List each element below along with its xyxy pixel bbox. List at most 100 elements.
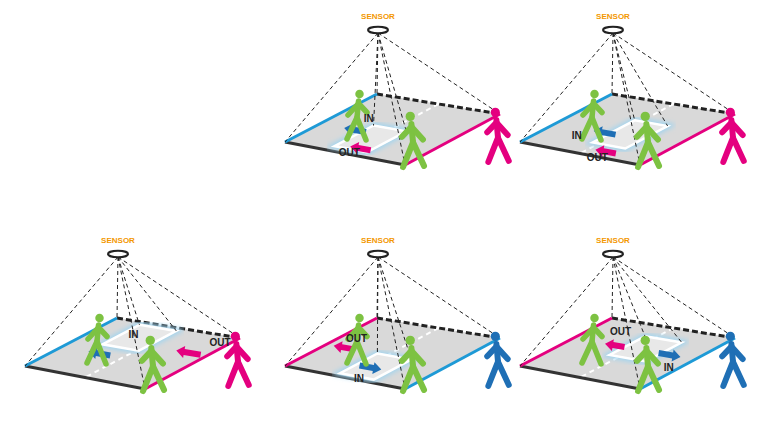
person-legs: [347, 342, 366, 365]
person-head: [726, 332, 735, 341]
sensor: [368, 251, 388, 257]
person-legs: [347, 118, 366, 141]
field-of-view: [378, 257, 411, 360]
sensor-label: SENSOR: [361, 237, 395, 245]
person-head: [491, 332, 500, 341]
field-of-view: [25, 257, 118, 366]
field-of-view: [117, 257, 118, 318]
field-of-view: [520, 257, 613, 366]
side-edge: [520, 318, 612, 366]
person-arms: [227, 347, 248, 359]
person-arms: [637, 351, 658, 364]
sensor: [368, 27, 388, 33]
person-arms: [583, 104, 602, 116]
front-edge: [25, 366, 145, 389]
direction-label: IN: [354, 374, 364, 384]
sensor-label: SENSOR: [101, 237, 135, 245]
zone-glow: [102, 325, 176, 351]
person-arms: [402, 127, 423, 140]
person-legs: [228, 362, 249, 386]
person-head: [355, 90, 364, 99]
field-of-view: [378, 257, 500, 338]
field-of-view: [613, 257, 640, 389]
field-of-view: [374, 33, 378, 126]
person-arms: [348, 104, 367, 116]
side-edge: [520, 94, 612, 142]
field-of-view: [118, 257, 139, 325]
field-of-view: [378, 257, 405, 389]
direction-label: IN: [128, 330, 138, 340]
sensor-label: SENSOR: [361, 13, 395, 21]
back-edge: [377, 94, 500, 114]
field-of-view: [378, 33, 405, 165]
person-arms: [722, 123, 743, 135]
sensor: [603, 27, 623, 33]
person-head: [406, 112, 415, 121]
field-of-view: [118, 257, 145, 389]
person-legs: [723, 138, 744, 162]
field-of-view: [520, 33, 613, 142]
direction-label: OUT: [209, 338, 230, 348]
sensor-label: SENSOR: [596, 237, 630, 245]
person-legs: [403, 142, 424, 167]
field-of-view: [285, 33, 378, 142]
field-of-view: [118, 257, 176, 331]
person-legs: [403, 366, 424, 391]
direction-label: IN: [572, 131, 582, 141]
person-head: [491, 108, 500, 117]
person-head: [406, 336, 415, 345]
direction-arrow: [176, 346, 201, 358]
field-of-view: [613, 33, 635, 120]
person-arms: [637, 127, 658, 140]
field-of-view: [377, 257, 379, 353]
person-legs: [488, 138, 509, 162]
direction-label: OUT: [339, 148, 360, 158]
direction-arrow: [359, 362, 381, 374]
direction-label: OUT: [610, 327, 631, 337]
person-legs: [638, 366, 659, 391]
field-of-view: [613, 33, 668, 126]
direction-label: OUT: [346, 334, 367, 344]
person-head: [641, 336, 650, 345]
person-legs: [638, 142, 659, 167]
direction-label: IN: [364, 114, 374, 124]
field-of-view: [613, 257, 735, 338]
person-head: [231, 332, 240, 341]
field-of-view: [613, 257, 645, 336]
field-of-view: [378, 33, 500, 114]
person-legs: [582, 342, 601, 365]
person-arms: [487, 123, 508, 135]
direction-arrow: [605, 339, 625, 351]
sensor-label: SENSOR: [596, 13, 630, 21]
field-of-view: [613, 33, 640, 165]
person-legs: [488, 362, 509, 386]
person-legs: [143, 366, 164, 391]
side-edge: [285, 94, 377, 142]
sensor: [108, 251, 128, 257]
field-of-view: [378, 33, 406, 131]
detection-zone: [102, 325, 176, 351]
person-arms: [142, 351, 163, 364]
person-arms: [487, 347, 508, 359]
person-head: [355, 314, 364, 323]
person-arms: [583, 328, 602, 340]
direction-label: OUT: [587, 153, 608, 163]
sensor: [603, 251, 623, 257]
detection-zone: [593, 120, 668, 148]
person-arms: [402, 351, 423, 364]
field-of-view: [613, 33, 735, 114]
person-head: [726, 108, 735, 117]
person-arms: [88, 328, 107, 340]
person-legs: [582, 118, 601, 141]
field-of-view: [612, 33, 613, 94]
person-legs: [723, 362, 744, 386]
field-of-view: [118, 257, 240, 338]
field-of-view: [285, 257, 378, 366]
person-arms: [722, 347, 743, 359]
person-head: [641, 112, 650, 121]
back-edge: [377, 318, 500, 338]
direction-label: IN: [664, 363, 674, 373]
side-edge: [285, 318, 377, 366]
person-head: [146, 336, 155, 345]
